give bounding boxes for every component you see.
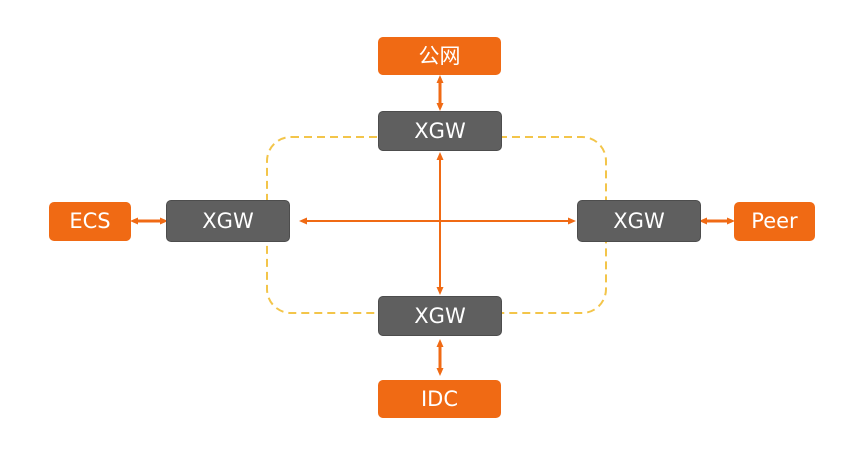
internet-label: 公网 <box>418 43 461 68</box>
xgw-left-label: XGW <box>202 208 254 233</box>
xgw-right-label: XGW <box>613 208 665 233</box>
xgw-right-node: XGW <box>577 200 701 242</box>
idc-label: IDC <box>420 386 459 411</box>
xgw-bottom-node: XGW <box>378 296 502 336</box>
xgw-bottom-label: XGW <box>414 303 466 328</box>
dashed-region <box>266 136 607 314</box>
peer-label: Peer <box>751 209 798 233</box>
internet-node: 公网 <box>378 37 501 75</box>
xgw-top-node: XGW <box>378 111 502 151</box>
ecs-node: ECS <box>49 202 131 241</box>
peer-node: Peer <box>734 202 815 241</box>
xgw-top-label: XGW <box>414 118 466 143</box>
ecs-label: ECS <box>69 209 111 233</box>
idc-node: IDC <box>378 380 501 418</box>
xgw-left-node: XGW <box>166 200 290 242</box>
